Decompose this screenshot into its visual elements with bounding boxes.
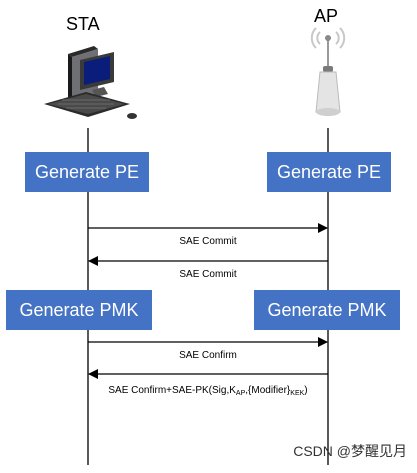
computer-icon — [44, 46, 137, 119]
commit-sta-to-ap-label: SAE Commit — [179, 236, 237, 247]
ap-label: AP — [314, 6, 339, 26]
confirm-pk-prefix: SAE Confirm+SAE-PK(Sig,K — [108, 385, 236, 396]
confirm-pk-middle: ,{Modifier} — [245, 385, 291, 396]
generate-pmk-sta-box: Generate PMK — [6, 290, 152, 330]
confirm-sta-to-ap-label: SAE Confirm — [179, 350, 237, 361]
access-point-icon — [310, 27, 346, 116]
generate-pmk-ap-box: Generate PMK — [254, 290, 400, 330]
generate-pe-ap-box: Generate PE — [267, 152, 391, 192]
sta-label: STA — [66, 14, 100, 34]
watermark: CSDN @梦醒见月 — [293, 443, 407, 459]
confirm-pk-sub-kek: KEK — [290, 390, 305, 397]
commit-ap-to-sta-label: SAE Commit — [179, 269, 237, 280]
generate-pe-sta-box: Generate PE — [25, 152, 149, 192]
confirm-pk-sub-ap: AP — [235, 390, 246, 397]
confirm-pk-suffix: ) — [304, 385, 308, 396]
confirm-pk-label: SAE Confirm+SAE-PK(Sig,KAP,{Modifier}KEK… — [88, 385, 328, 397]
